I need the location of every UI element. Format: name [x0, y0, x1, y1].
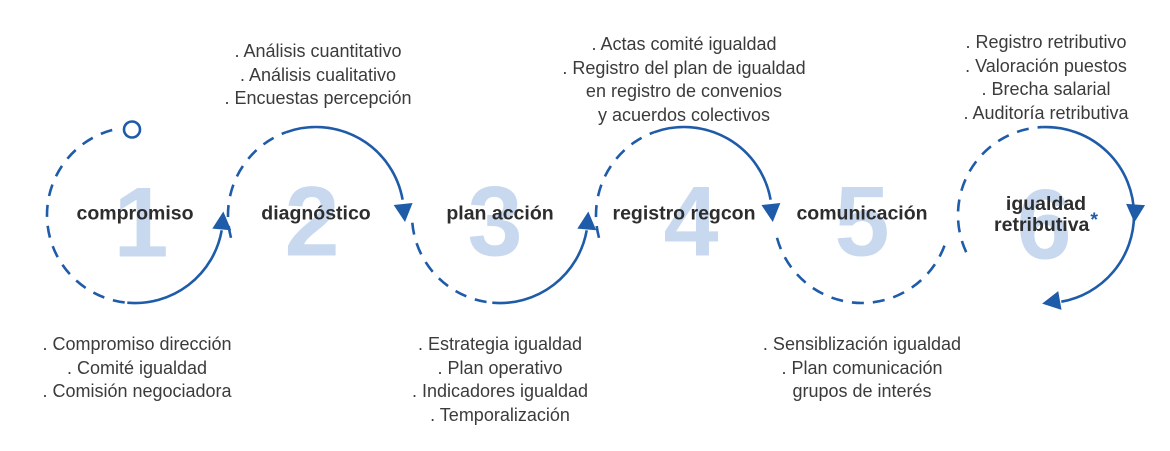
note-line: . Análisis cuantitativo [234, 41, 402, 61]
step-label-compromiso: compromiso [76, 202, 194, 225]
notes-above-igualdad-retributiva: . Registro retributivo . Valoración pues… [963, 31, 1128, 125]
note-line: . Estrategia igualdad [417, 334, 583, 354]
note-line: . Comité igualdad [66, 357, 208, 378]
step-number-3: 3 [467, 165, 522, 277]
asterisk-marker: * [1090, 209, 1098, 231]
note-line: . Comisión negociadora [42, 381, 232, 401]
notes-below-compromiso: . Compromiso dirección . Comité igualdad… [42, 333, 231, 404]
arrow-left-icon-step6-end [1042, 291, 1062, 310]
circle1-solid-arc [127, 230, 223, 305]
circle1-dashed-arc [45, 128, 128, 304]
step-label-line1: igualdad [1005, 193, 1087, 215]
notes-above-registro-regcon: . Actas comité igualdad . Registro del p… [562, 33, 805, 127]
note-line: . Valoración puestos [965, 55, 1127, 76]
note-line: . Compromiso dirección [42, 334, 232, 354]
note-line: . Indicadores igualdad [411, 381, 589, 401]
note-line: . Sensiblización igualdad [762, 334, 962, 354]
circle3-solid-arc [492, 230, 588, 305]
circle5-dashed-arc [775, 237, 946, 305]
note-line: . Temporalización [430, 404, 570, 425]
note-line: . Auditoría retributiva [963, 102, 1129, 123]
note-line: . Plan operativo [437, 357, 563, 378]
note-line: y acuerdos colectivos [597, 104, 771, 125]
note-line: . Análisis cualitativo [239, 64, 397, 85]
circle4-solid-arc [653, 125, 772, 200]
step-number-4: 4 [663, 165, 718, 277]
notes-below-comunicacion: . Sensiblización igualdad . Plan comunic… [763, 333, 961, 404]
step-label-line2: retributiva [994, 214, 1090, 236]
note-line: grupos de interés [792, 381, 932, 401]
note-line: . Registro retributivo [965, 32, 1127, 52]
circle2-dashed-arc [226, 131, 287, 239]
step-label-comunicacion: comunicación [796, 202, 928, 225]
step-number-2: 2 [284, 165, 339, 277]
step-label-igualdad-retributiva: igualdad retributiva* [994, 194, 1098, 236]
circle3-dashed-arc [411, 222, 493, 304]
note-line: . Plan comunicación [781, 357, 943, 378]
note-line: . Registro del plan de igualdad [562, 57, 806, 78]
step-label-plan-accion: plan acción [446, 202, 554, 225]
arrow-down-icon-step4-5 [761, 203, 781, 222]
circle6-dashed-arc [956, 125, 1043, 253]
arrow-up-icon-step1-2 [212, 211, 232, 231]
circle2-solid-arc [285, 125, 404, 200]
start-marker-circle [122, 120, 142, 139]
step-label-registro-regcon: registro regcon [612, 202, 756, 225]
note-line: . Brecha salarial [981, 79, 1111, 99]
circle4-dashed-arc [594, 131, 655, 239]
note-line: en registro de convenios [585, 81, 783, 101]
step-label-diagnostico: diagnóstico [261, 202, 371, 225]
notes-below-plan-accion: . Estrategia igualdad . Plan operativo .… [412, 333, 588, 427]
arrow-down-icon-step2-3 [393, 203, 413, 222]
step-number-5: 5 [834, 165, 889, 277]
step-number-6: 6 [1016, 168, 1071, 280]
arrow-up-icon-step3-4 [577, 211, 597, 231]
notes-above-diagnostico: . Análisis cuantitativo . Análisis cuali… [224, 40, 411, 111]
step-number-1: 1 [113, 166, 168, 278]
note-line: . Encuestas percepción [224, 88, 412, 108]
arrow-down-icon-step6-right [1126, 203, 1146, 223]
note-line: . Actas comité igualdad [591, 34, 777, 54]
